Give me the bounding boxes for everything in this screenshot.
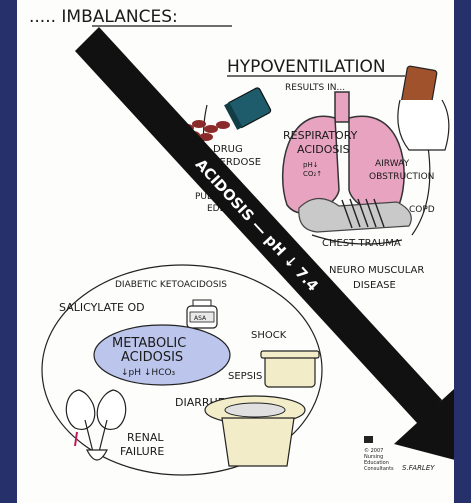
copd-label: COPD <box>409 205 435 215</box>
respiratory-label: RESPIRATORY <box>283 129 358 142</box>
sepsis-label: SEPSIS <box>228 371 262 382</box>
resp-co2-label: CO₂↑ <box>303 170 322 178</box>
metabolic-label: METABOLIC <box>112 336 186 351</box>
obstruction-label: OBSTRUCTION <box>369 172 434 182</box>
logo-mark-icon <box>364 436 373 443</box>
salicylate-label: SALICYLATE OD <box>59 301 145 314</box>
signature: S.FARLEY <box>402 464 435 472</box>
pill-bottle-icon <box>224 87 272 130</box>
airway-label: AIRWAY <box>375 159 410 169</box>
neuro-label: NEURO MUSCULAR <box>329 265 424 276</box>
person-bag-icon <box>398 66 449 150</box>
drug-label: DRUG <box>213 144 243 155</box>
met-sub-label: ↓pH ↓HCO₃ <box>121 368 176 378</box>
hypo-circle-right <box>412 140 430 235</box>
shock-label: SHOCK <box>251 330 287 341</box>
credit-year: © 2007 <box>364 447 383 454</box>
disease-label: DISEASE <box>353 280 396 291</box>
chest-trauma-icon <box>299 198 411 232</box>
asa-label: ASA <box>194 315 207 322</box>
dka-label: DIABETIC KETOACIDOSIS <box>115 280 227 290</box>
heading: ..... IMBALANCES: <box>29 7 178 27</box>
hypoventilation-title: HYPOVENTILATION <box>227 57 386 77</box>
kidneys-icon <box>66 390 125 460</box>
met-acidosis-label: ACIDOSIS <box>121 350 183 365</box>
renal-label: RENAL <box>127 431 164 444</box>
acidosis-diagram: ..... IMBALANCES: HYPOVENTILATION RESULT… <box>17 0 454 503</box>
resp-ph-label: pH↓ <box>303 161 319 169</box>
chest-trauma-label: CHEST TRAUMA <box>322 238 401 249</box>
credit-line4: Consultants <box>364 466 394 472</box>
illustration-panel: ..... IMBALANCES: HYPOVENTILATION RESULT… <box>17 0 454 503</box>
failure-label: FAILURE <box>120 445 164 458</box>
resp-acidosis-label: ACIDOSIS <box>297 143 350 156</box>
asa-bottle-icon <box>187 300 217 328</box>
